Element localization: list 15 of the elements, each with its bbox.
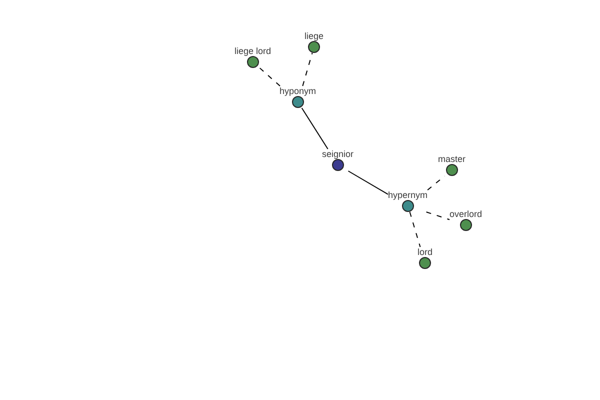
dashed-connector bbox=[259, 68, 280, 86]
node-label: master bbox=[438, 154, 466, 164]
node-label: liege bbox=[304, 31, 324, 41]
node-label: liege lord bbox=[234, 46, 272, 56]
connector-line bbox=[301, 108, 328, 150]
dashed-connector bbox=[426, 212, 450, 220]
dashed-connector bbox=[302, 52, 313, 86]
node-label: lord bbox=[418, 247, 433, 257]
node-label: hypernym bbox=[388, 190, 428, 200]
node-label: hyponym bbox=[280, 86, 316, 96]
connector-line bbox=[348, 170, 388, 195]
node-label: seignior bbox=[322, 149, 354, 159]
dashed-connector bbox=[409, 212, 421, 248]
dashed-connector bbox=[427, 176, 446, 190]
node-label: overlord bbox=[450, 209, 482, 219]
